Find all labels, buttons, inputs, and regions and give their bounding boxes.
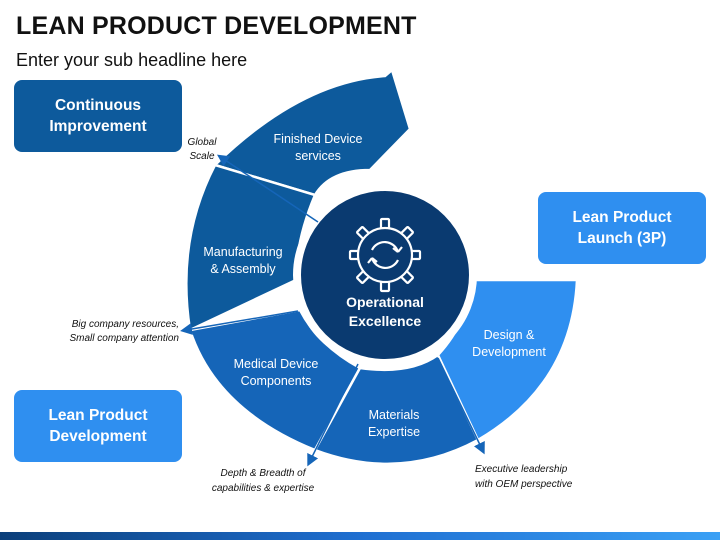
gear-cycle-icon	[348, 217, 422, 293]
global-scale-arrow	[217, 154, 319, 223]
medical-device-label-2: Components	[241, 374, 312, 388]
depth-breadth-annotation-1: Depth & Breadth of	[220, 468, 306, 479]
footer-accent-bar	[0, 532, 720, 540]
finished-device-label-1: Finished Device	[274, 132, 363, 146]
design-label-2: Development	[472, 345, 546, 359]
medical-device-label-1: Medical Device	[234, 357, 319, 371]
design-label-1: Design &	[484, 328, 535, 342]
depth-breadth-annotation-2: capabilities & expertise	[212, 483, 315, 494]
continuous-improvement-box: Continuous Improvement	[14, 80, 182, 152]
page-subtitle: Enter your sub headline here	[16, 50, 248, 70]
lean-product-development-box: Lean Product Development	[14, 390, 182, 462]
lean-product-launch-box: Lean Product Launch (3P)	[538, 192, 706, 264]
manufacturing-label-2: & Assembly	[210, 262, 276, 276]
global-scale-annotation-2: Scale	[189, 151, 214, 162]
segment-finished-device	[212, 67, 412, 197]
finished-device-label-2: services	[295, 149, 341, 163]
global-scale-annotation-1: Global	[188, 137, 218, 148]
hub-line-1: Operational	[346, 294, 424, 310]
executive-annotation-2: with OEM perspective	[475, 479, 573, 490]
segment-materials	[313, 353, 480, 466]
executive-arrow	[437, 357, 485, 455]
big-company-arrow	[180, 310, 299, 335]
lean-product-launch-label: Lean Product Launch (3P)	[572, 209, 672, 247]
hub-line-2: Excellence	[349, 313, 422, 329]
big-company-annotation-2: Small company attention	[69, 333, 179, 344]
lean-product-development-label: Lean Product Development	[48, 407, 148, 445]
manufacturing-label-1: Manufacturing	[203, 245, 282, 259]
depth-breadth-arrow	[307, 363, 359, 467]
materials-label-2: Expertise	[368, 425, 420, 439]
continuous-improvement-label: Continuous Improvement	[49, 97, 147, 135]
page-title: LEAN PRODUCT DEVELOPMENT	[16, 12, 417, 40]
big-company-annotation-1: Big company resources,	[72, 319, 179, 330]
executive-annotation-1: Executive leadership	[475, 464, 568, 475]
materials-label-1: Materials	[369, 408, 420, 422]
